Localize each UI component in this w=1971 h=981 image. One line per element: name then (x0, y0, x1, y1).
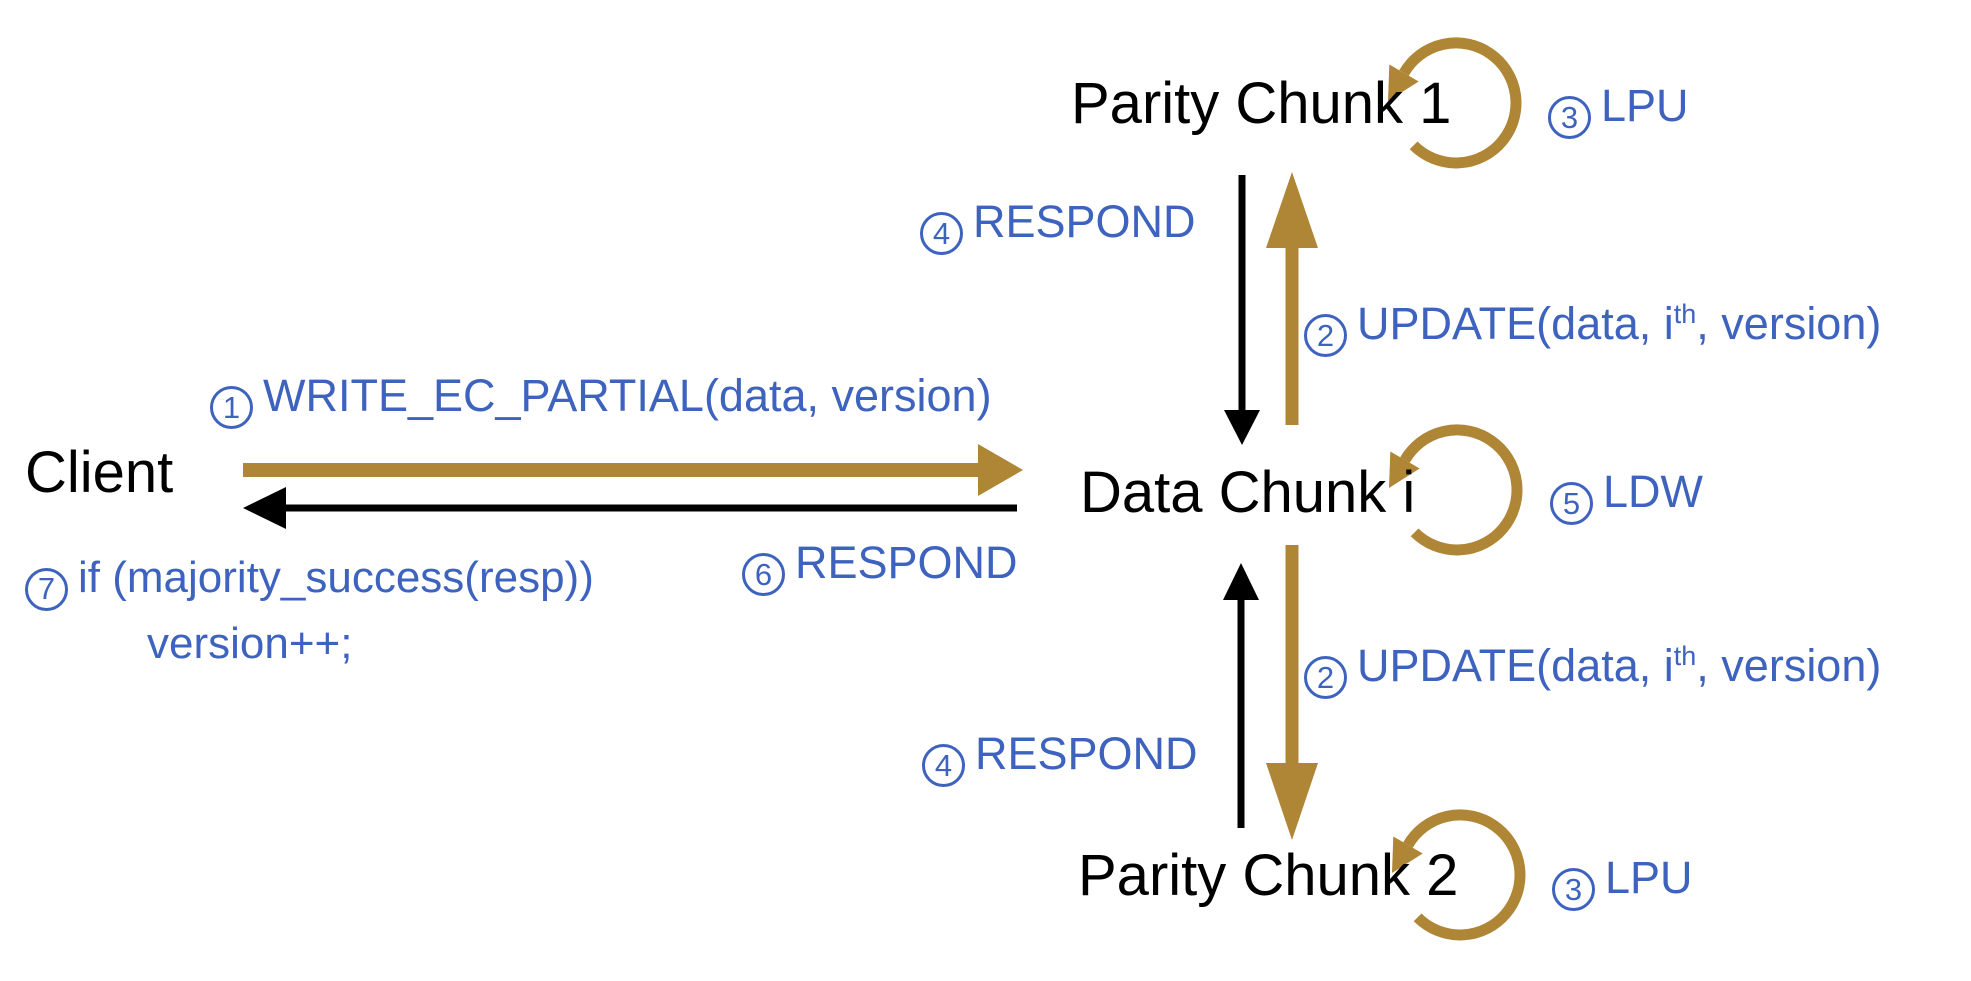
respond-parity2-text: RESPOND (975, 728, 1198, 779)
node-parity-chunk-2: Parity Chunk 2 (1078, 843, 1459, 908)
write-ec-partial-text: WRITE_EC_PARTIAL(data, version) (263, 370, 992, 421)
lpu-parity1-text: LPU (1601, 80, 1689, 131)
self-loop-lpu-parity2-icon (1392, 809, 1526, 941)
self-loop-lpu-parity1-icon (1388, 37, 1522, 169)
update-parity2-superscript: th (1673, 641, 1697, 671)
step-number-7: 7 (25, 567, 68, 611)
step-number-4-bottom: 4 (922, 744, 965, 788)
step-number-4-top: 4 (920, 212, 963, 256)
node-client: Client (25, 440, 174, 505)
step-number-2-top: 2 (1304, 314, 1347, 358)
arrow-respond-from-parity1 (1224, 175, 1260, 445)
ldw-text: LDW (1603, 466, 1703, 517)
node-parity-chunk-1: Parity Chunk 1 (1071, 71, 1452, 136)
respond-client-text: RESPOND (795, 537, 1018, 588)
arrow-update-to-parity1 (1266, 172, 1318, 425)
node-data-chunk-i: Data Chunk i (1080, 460, 1416, 525)
lpu-parity2-text: LPU (1605, 852, 1693, 903)
client-commit-line2: version++; (147, 619, 353, 668)
step-number-3-bottom: 3 (1552, 868, 1595, 912)
step-number-2-bottom: 2 (1304, 656, 1347, 700)
step-number-1: 1 (210, 386, 253, 430)
update-parity2-suffix: , version) (1696, 640, 1882, 691)
arrow-respond-to-client (243, 487, 1017, 529)
client-commit-condition: if (majority_success(resp)) (78, 553, 594, 602)
update-parity1-suffix: , version) (1696, 298, 1882, 349)
respond-parity1-text: RESPOND (973, 196, 1196, 247)
update-parity1-prefix: UPDATE(data, i (1357, 298, 1674, 349)
step-number-6: 6 (742, 553, 785, 597)
self-loop-ldw-datachunk-icon (1389, 424, 1523, 556)
arrow-update-to-parity2 (1266, 545, 1318, 840)
arrow-respond-from-parity2 (1223, 563, 1259, 828)
step-number-3-top: 3 (1548, 96, 1591, 140)
step-number-5: 5 (1550, 482, 1593, 526)
arrow-write-ec-partial (243, 444, 1023, 496)
update-parity1-superscript: th (1673, 299, 1697, 329)
update-parity2-prefix: UPDATE(data, i (1357, 640, 1674, 691)
